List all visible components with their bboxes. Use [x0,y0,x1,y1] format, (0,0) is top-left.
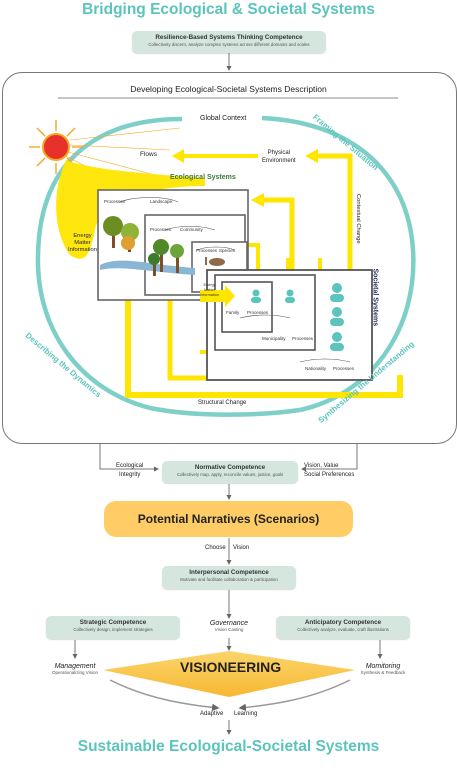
visioneering-diamond [103,651,355,697]
ecological-integrity-label: Ecological Integrity [116,462,143,480]
energy-matter-info-label: Energy Matter Information [68,233,97,254]
soc-processes-label-2: Processes [292,336,314,341]
sun-icon [29,120,181,196]
cycle-ring [35,115,416,417]
visioneering-label: VISIONEERING [180,659,282,675]
information-label: Information [68,247,97,253]
soc-processes-label-3: Processes [333,366,355,371]
contextual-change-head [305,149,318,163]
ecological-societal-frame [2,72,457,444]
interpersonal-title: Interpersonal Competence [189,569,269,576]
normative-competence-box: Normative Competence Collectively map, a… [162,461,298,483]
soc-box-inner [221,281,273,333]
eco-processes-label-3: Processes [196,248,218,253]
connector-left [99,444,159,472]
energy-beam [56,160,205,259]
energy-label: Energy [73,233,92,239]
flows-arrow [172,149,258,163]
interpersonal-subtitle: Motivate and facilitate collaboration & … [180,577,278,582]
soc-family-label: Family [226,310,240,315]
diamond-arrow-right [238,679,351,712]
adaptive-label: Adaptive [200,711,224,717]
page-title: Bridging Ecological & Societal Systems [82,1,375,18]
frame-title: Developing Ecological-Societal Systems D… [130,84,327,94]
resilience-subtitle: Collectively discern, analyze complex sy… [148,42,310,47]
inner-energy-word: Energy [203,283,216,287]
contextual-change-label: Contextual Change [355,194,361,244]
monitoring-subtitle: Synthesis & Feedback [360,670,406,675]
eco-community-label: Community [180,227,203,232]
structural-change-label: Structural Change [198,400,247,406]
eco-species-label: Species [219,248,236,253]
arrow-soc-up-1 [246,243,260,272]
process-cycle-arcs [119,197,351,363]
structural-change-arrow [125,292,403,398]
environment-label: Environment [262,158,296,164]
physical-environment-label: Physical Environment [262,149,296,165]
arrow-eco-up-head [251,193,264,207]
resilience-title: Resilience-Based Systems Thinking Compet… [155,34,303,41]
strategic-title: Strategic Competence [79,619,147,626]
eco-processes-label-2: Processes [150,227,172,232]
governance-subtitle: Vision Casting [214,627,244,632]
trees-community-icon [148,239,184,276]
monitoring-title: Momitoring [365,663,401,670]
management-title: Management [54,663,96,670]
governance-title: Governance [209,620,249,627]
person-icons [251,283,344,351]
societal-systems-label: Societal Systems [371,268,379,327]
inner-energy-label: Energy Matter Information [200,283,219,298]
inner-matter-word: Matter [204,288,215,292]
eco-processes-label-1: Processes [104,199,126,204]
ecological-word: Ecological [116,463,144,469]
connector-right [301,444,358,472]
vision-value-label: Vision, Value Social Preferences [304,462,354,480]
arrow-eco-up [262,197,295,270]
learning-label: Learning [234,711,258,717]
narratives-box: Potential Narratives (Scenarios) [104,501,353,537]
vision-value-word: Vision, Value [304,463,339,469]
choose-label: Choose [205,545,226,551]
strategic-subtitle: Collectively design, implement strategie… [73,627,153,632]
ecological-systems-label: Ecological Systems [170,174,236,181]
management-subtitle: Operationalizing Vision [52,670,98,675]
inner-energy-arrow [200,285,235,307]
soc-nationality-label: Nationality [305,366,327,371]
normative-subtitle: Collectively map, apply, reconcile value… [176,472,284,477]
eco-landscape-label: Landscape [150,199,173,204]
diamond-arrow-left [109,679,220,712]
trees-landscape-icon [100,216,195,275]
footer-title: Sustainable Ecological-Societal Systems [77,738,380,755]
flows-label: Flows [140,151,157,158]
interpersonal-competence-box: Interpersonal Competence Motivate and fa… [162,566,296,589]
normative-title: Normative Competence [194,464,266,471]
strategic-competence-box: Strategic Competence Collectively design… [46,616,180,639]
anticipatory-title: Anticipatory Competence [304,619,382,626]
anticipatory-competence-box: Anticipatory Competence Collectively ana… [276,616,410,639]
matter-label: Matter [74,240,91,246]
soc-municipality-label: Municipality [262,336,286,341]
resilience-competence-box: Resilience-Based Systems Thinking Compet… [132,31,326,53]
physical-label: Physical [267,150,291,156]
contextual-change-arrow [316,153,353,286]
vision-label: Vision [233,545,250,551]
soc-processes-label-1: Processes [247,310,269,315]
governance-label: Governance Vision Casting [190,620,268,632]
species-icon [205,257,225,266]
inner-information-word: Information [200,293,219,297]
integrity-word: Integrity [119,472,141,478]
monitoring-label: Momitoring Synthesis & Feedback [348,663,418,675]
anticipatory-subtitle: Collectively analyze, evaluate, craft il… [297,627,389,632]
global-context-label: Global Context [200,115,247,122]
social-preferences-word: Social Preferences [304,472,355,478]
management-label: Management Operationalizing Vision [40,663,110,675]
